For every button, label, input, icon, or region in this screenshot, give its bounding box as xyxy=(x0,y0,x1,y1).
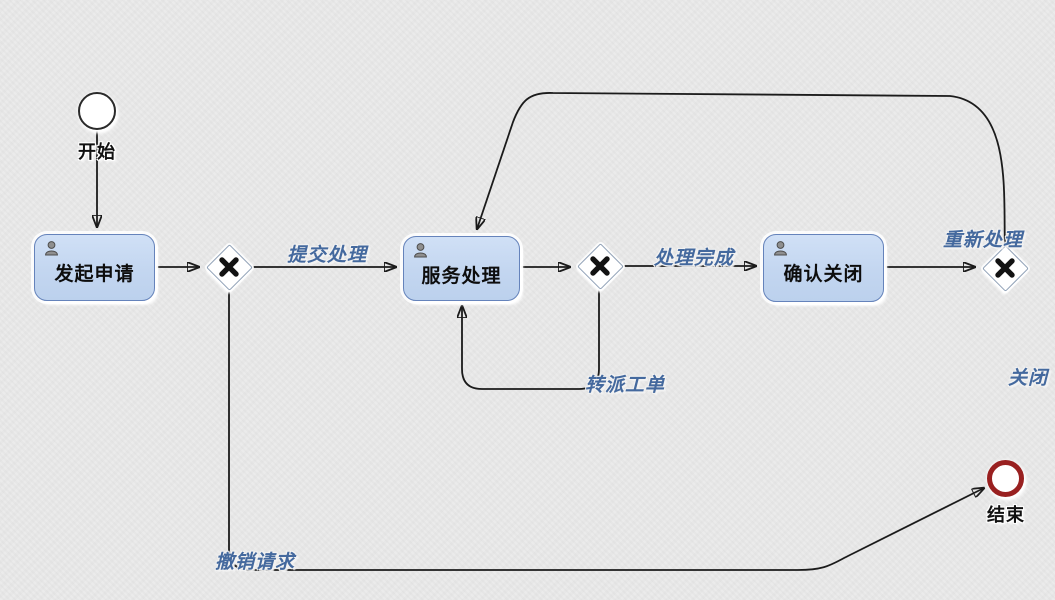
user-icon xyxy=(412,242,429,259)
x-marker-icon xyxy=(219,257,239,277)
task-initiate-request[interactable]: 发起申请 xyxy=(34,234,155,301)
start-event[interactable] xyxy=(78,92,116,130)
x-marker-icon xyxy=(995,258,1015,278)
user-icon xyxy=(772,240,789,257)
edge-label-complete[interactable]: 处理完成 xyxy=(653,248,735,269)
task-confirm-close[interactable]: 确认关闭 xyxy=(763,234,884,302)
flow-transfer xyxy=(462,289,600,390)
edge-label-submit[interactable]: 提交处理 xyxy=(286,245,368,266)
flow-reprocess xyxy=(477,92,1006,249)
exclusive-gateway-3[interactable] xyxy=(981,244,1029,292)
task-label: 发起申请 xyxy=(54,264,135,285)
edge-label-close[interactable]: 关闭 xyxy=(1007,368,1049,389)
edge-label-reprocess[interactable]: 重新处理 xyxy=(942,230,1024,251)
end-event[interactable] xyxy=(987,460,1024,497)
exclusive-gateway-1[interactable] xyxy=(205,243,253,291)
flow-cancel xyxy=(228,290,984,571)
task-label: 确认关闭 xyxy=(783,264,864,285)
end-event-label: 结束 xyxy=(987,505,1025,525)
edge-label-cancel[interactable]: 撤销请求 xyxy=(214,552,296,573)
start-event-label: 开始 xyxy=(78,142,116,162)
user-icon xyxy=(43,240,60,257)
x-marker-icon xyxy=(590,256,610,276)
exclusive-gateway-2[interactable] xyxy=(576,242,624,290)
edge-label-transfer[interactable]: 转派工单 xyxy=(584,375,666,396)
task-service-handle[interactable]: 服务处理 xyxy=(403,236,520,301)
task-label: 服务处理 xyxy=(421,266,502,287)
